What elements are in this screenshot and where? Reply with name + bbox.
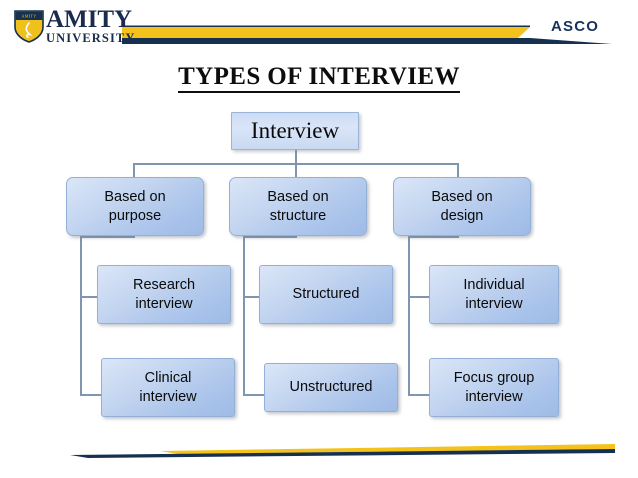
svg-text:AMITY: AMITY bbox=[21, 14, 36, 19]
connector-spine-top-branch-1 bbox=[80, 236, 135, 238]
connector-root-stem bbox=[295, 150, 297, 164]
node-individual-interview[interactable]: Individual interview bbox=[429, 265, 559, 324]
node-research-interview[interactable]: Research interview bbox=[97, 265, 231, 324]
node-individual-interview-line2: interview bbox=[465, 295, 523, 312]
node-focus-group-interview-line2: interview bbox=[465, 388, 523, 405]
node-structured[interactable]: Structured bbox=[259, 265, 393, 324]
footer-decoration bbox=[70, 444, 615, 458]
connector-arm-branch-3-child-2 bbox=[408, 394, 430, 396]
node-root-interview[interactable]: Interview bbox=[231, 112, 359, 150]
shield-icon: AMITY bbox=[14, 10, 44, 43]
node-focus-group-interview[interactable]: Focus group interview bbox=[429, 358, 559, 417]
node-based-on-design-line2: design bbox=[440, 207, 484, 224]
node-clinical-interview-line1: Clinical bbox=[144, 369, 192, 386]
node-unstructured-label: Unstructured bbox=[289, 379, 373, 395]
connector-arm-branch-2-child-1 bbox=[243, 296, 260, 298]
connector-spine-branch-2 bbox=[243, 236, 245, 396]
node-research-interview-line2: interview bbox=[135, 295, 193, 312]
connector-arm-branch-1-child-2 bbox=[80, 394, 102, 396]
node-research-interview-line1: Research bbox=[132, 276, 196, 293]
amity-logo: AMITY AMITY UNIVERSITY bbox=[12, 7, 134, 47]
node-based-on-structure[interactable]: Based on structure bbox=[229, 177, 367, 236]
connector-spine-branch-3 bbox=[408, 236, 410, 396]
page-title-text: TYPES OF INTERVIEW bbox=[178, 63, 460, 93]
amity-brand-secondary: UNIVERSITY bbox=[46, 31, 136, 45]
node-based-on-purpose[interactable]: Based on purpose bbox=[66, 177, 204, 236]
node-based-on-design[interactable]: Based on design bbox=[393, 177, 531, 236]
connector-arm-branch-2-child-2 bbox=[243, 394, 265, 396]
slide-header: AMITY AMITY UNIVERSITY ASCO bbox=[0, 0, 638, 56]
node-root-label: Interview bbox=[250, 118, 340, 143]
connector-arm-branch-1-child-1 bbox=[80, 296, 98, 298]
connector-drop-branch-1 bbox=[133, 163, 135, 178]
node-based-on-design-line1: Based on bbox=[431, 188, 493, 205]
node-based-on-structure-line1: Based on bbox=[267, 188, 329, 205]
connector-spine-top-branch-2 bbox=[243, 236, 297, 238]
connector-arm-branch-3-child-1 bbox=[408, 296, 430, 298]
page-title: TYPES OF INTERVIEW bbox=[0, 63, 638, 93]
node-structured-label: Structured bbox=[292, 286, 360, 302]
asco-label: ASCO bbox=[551, 18, 600, 35]
connector-drop-branch-2 bbox=[295, 163, 297, 178]
connector-spine-top-branch-3 bbox=[408, 236, 459, 238]
node-clinical-interview[interactable]: Clinical interview bbox=[101, 358, 235, 417]
amity-brand-primary: AMITY bbox=[46, 6, 133, 33]
node-clinical-interview-line2: interview bbox=[139, 388, 197, 405]
amity-wordmark: AMITY UNIVERSITY bbox=[46, 6, 136, 45]
node-based-on-structure-line2: structure bbox=[269, 207, 327, 224]
header-decoration bbox=[122, 25, 612, 44]
node-unstructured[interactable]: Unstructured bbox=[264, 363, 398, 412]
node-focus-group-interview-line1: Focus group bbox=[453, 369, 535, 386]
node-based-on-purpose-line2: purpose bbox=[108, 207, 162, 224]
node-based-on-purpose-line1: Based on bbox=[104, 188, 166, 205]
connector-drop-branch-3 bbox=[457, 163, 459, 178]
connector-spine-branch-1 bbox=[80, 236, 82, 396]
node-individual-interview-line1: Individual bbox=[463, 276, 525, 293]
